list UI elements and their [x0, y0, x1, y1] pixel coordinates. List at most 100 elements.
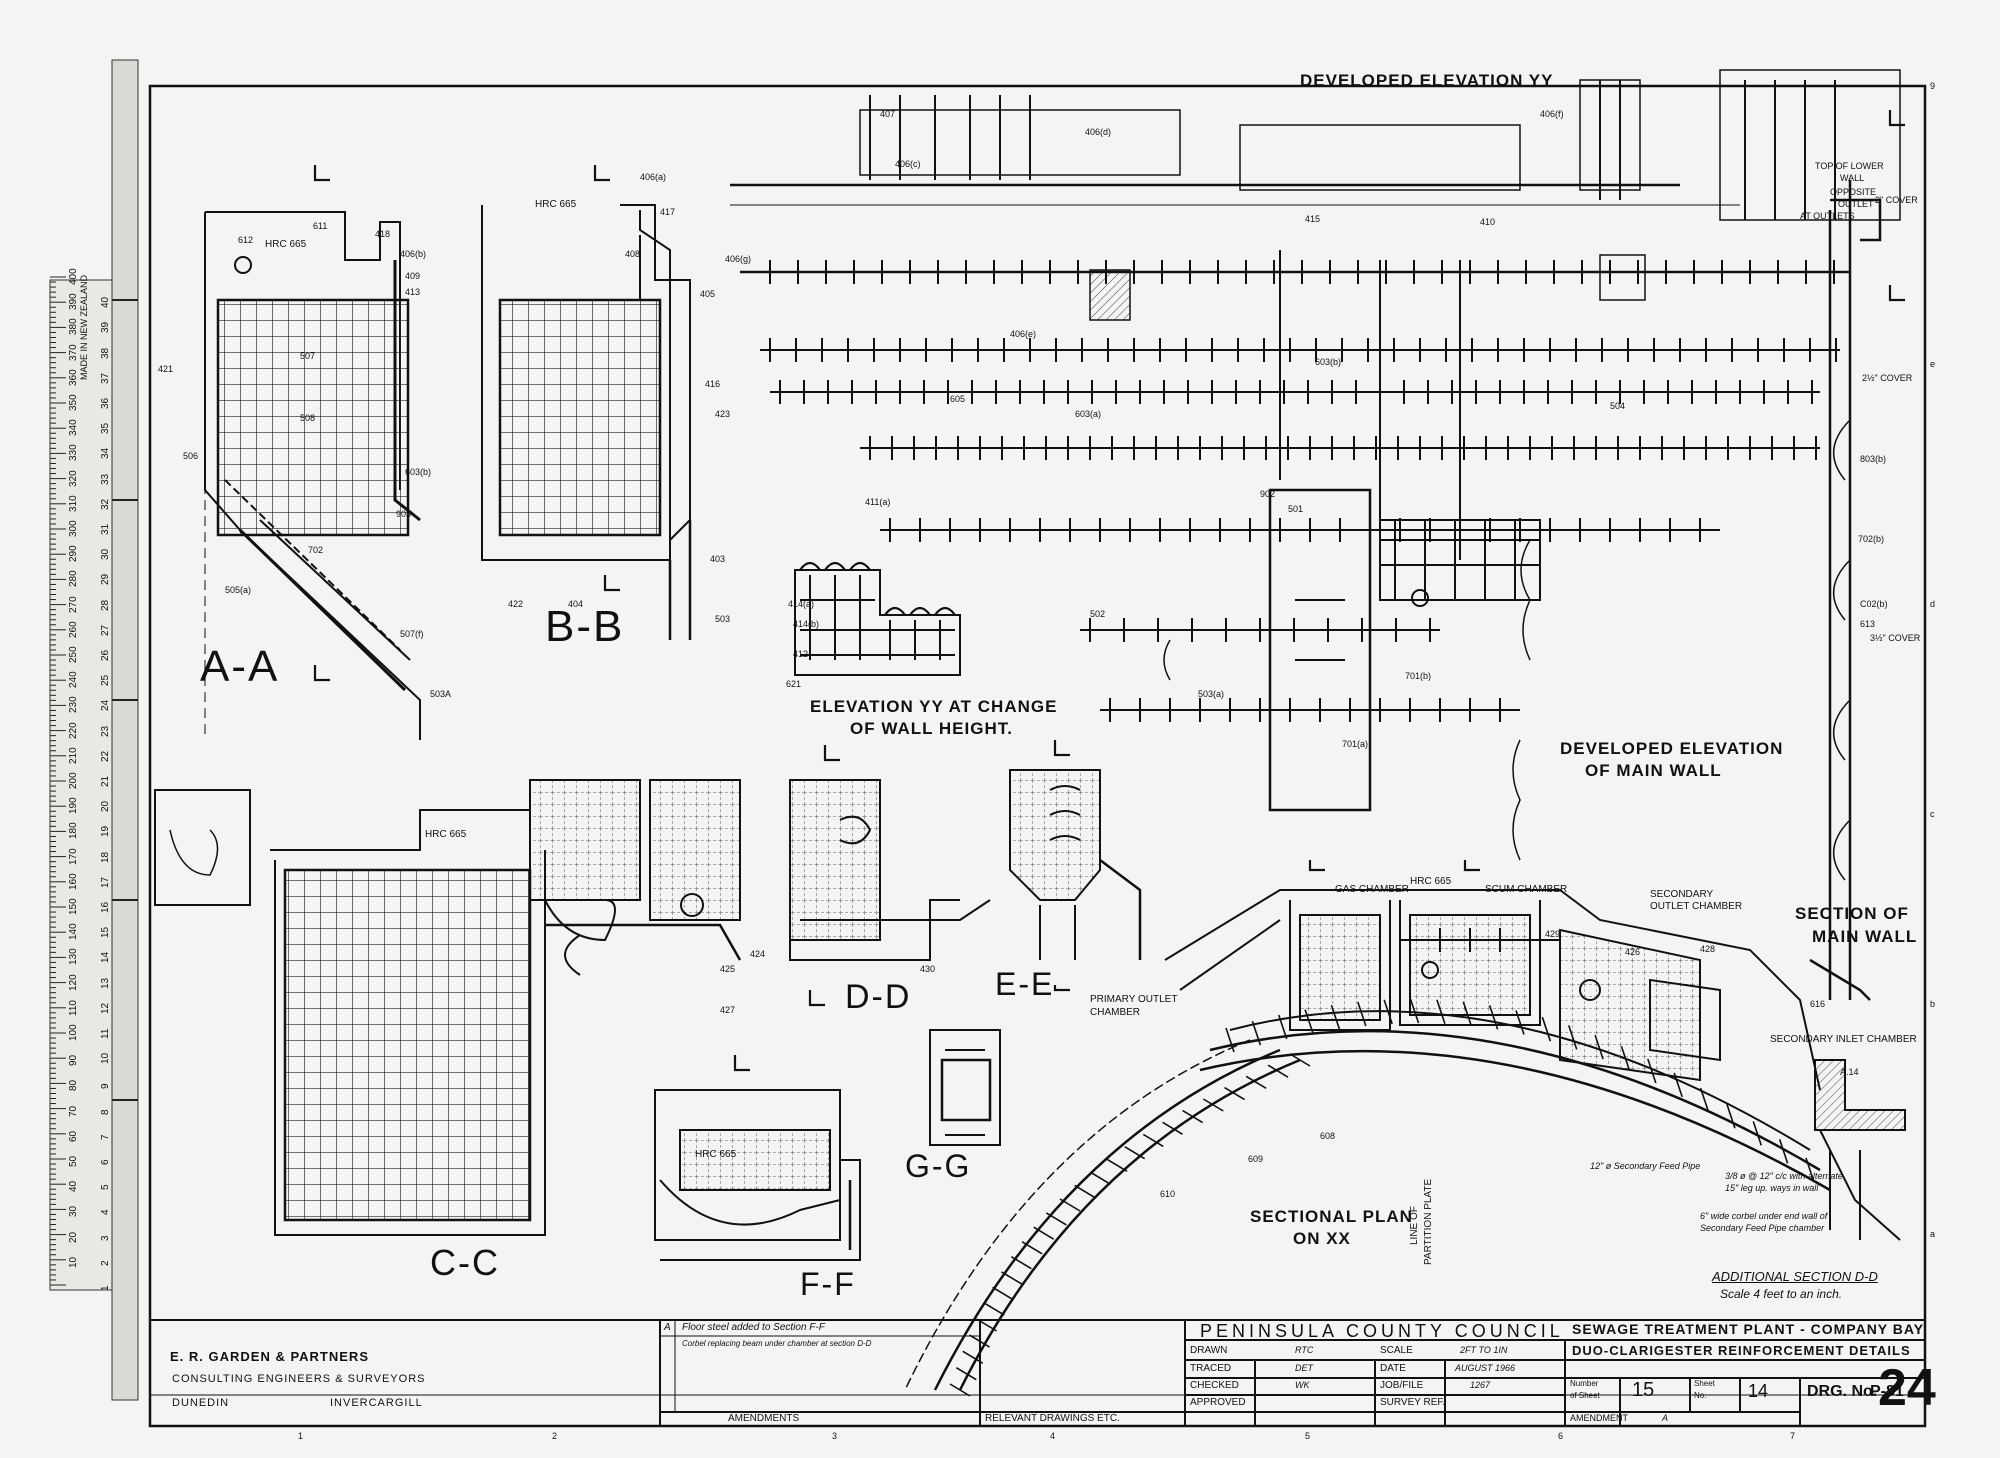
- note-1: 12" ø Secondary Feed Pipe: [1590, 1161, 1701, 1171]
- approved-label: APPROVED: [1190, 1397, 1246, 1408]
- note-3: Secondary Feed Pipe chamber: [1700, 1223, 1825, 1233]
- plan-tick: [1289, 1053, 1311, 1067]
- label-hrc-ff: HRC 665: [695, 1149, 737, 1160]
- ruler-mm-label: 270: [68, 595, 79, 613]
- ruler-cm-label: 8: [100, 1109, 111, 1115]
- ruler-cm-label: 34: [100, 448, 111, 460]
- bar-mark: 613: [1860, 619, 1876, 629]
- plan-tick: [1001, 1271, 1022, 1285]
- ruler-cm-label: 4: [100, 1209, 111, 1216]
- ruler-mm-label: 330: [68, 444, 79, 462]
- bar-mark: 702(b): [1858, 534, 1885, 544]
- ruler-cm-label: 26: [100, 649, 111, 661]
- section-title-ff: F-F: [800, 1266, 856, 1302]
- heading-additional-1: ADDITIONAL SECTION D-D: [1712, 1269, 1878, 1284]
- plan-tick: [1699, 1087, 1710, 1113]
- plan-tick: [1409, 998, 1420, 1024]
- bar-mark: 412: [793, 649, 809, 659]
- bar-mark: 414(a): [788, 599, 815, 609]
- bar-mark: 413: [405, 287, 421, 297]
- bar-mark: 621: [786, 679, 802, 689]
- plan-tick: [1277, 1014, 1288, 1040]
- plan-tick: [1021, 1241, 1043, 1255]
- heading-sectional-plan-1: SECTIONAL PLAN: [1250, 1207, 1413, 1226]
- job-value: 1267: [1470, 1380, 1491, 1390]
- number-label-2: of Sheet: [1570, 1391, 1600, 1400]
- bar-mark: 503: [715, 614, 731, 624]
- bar-mark: A.14: [1840, 1067, 1859, 1077]
- label-hrc-cc: HRC 665: [425, 829, 467, 840]
- client-name: PENINSULA COUNTY COUNCIL: [1200, 1321, 1564, 1341]
- bar-mark: 406(d): [1085, 127, 1112, 137]
- ruler-mm-label: 130: [68, 948, 79, 966]
- grid-letter: c: [1930, 809, 1935, 819]
- ruler-cm-label: 20: [100, 801, 111, 813]
- ruler-cm-label: 28: [100, 599, 111, 611]
- number-label-1: Number: [1570, 1379, 1599, 1388]
- bar-mark: 612: [238, 235, 254, 245]
- ruler-mm-label: 150: [68, 898, 79, 915]
- plan-tick: [1089, 1171, 1111, 1185]
- firm-name: E. R. GARDEN & PARTNERS: [170, 1349, 369, 1364]
- ruler-cm-label: 18: [100, 851, 111, 863]
- label-gas-chamber: GAS CHAMBER: [1335, 884, 1409, 895]
- section-main-wall: [1809, 180, 1882, 1001]
- bar-mark: 403: [710, 554, 726, 564]
- grid-letter: a: [1930, 1229, 1936, 1239]
- grid-number: 5: [1305, 1431, 1311, 1441]
- amendment-mark: A: [664, 1322, 671, 1333]
- ruler-mm-label: 300: [68, 520, 79, 537]
- date-value: AUGUST 1966: [1455, 1363, 1516, 1373]
- ruler-cm-label: 19: [100, 826, 111, 838]
- ruler-cm-label: 40: [100, 297, 111, 309]
- ruler-cm-label: 33: [100, 473, 111, 485]
- label-opposite-1: OPPOSITE: [1830, 187, 1877, 197]
- bar-mark: 616: [1810, 999, 1826, 1009]
- section-dd: [789, 779, 991, 961]
- ruler-mm-label: 30: [68, 1206, 79, 1218]
- ruler-cm-label: 17: [100, 876, 111, 888]
- heading-additional-2: Scale 4 feet to an inch.: [1720, 1287, 1843, 1301]
- bar-mark: 425: [720, 964, 736, 974]
- ruler-mm-label: 200: [68, 772, 79, 789]
- bar-mark: 603(b): [1315, 357, 1342, 367]
- ruler-cm-label: 7: [100, 1134, 111, 1140]
- ruler-cm-label: 21: [100, 775, 111, 787]
- bar-mark: 409: [405, 271, 421, 281]
- note-4: 3/8 ø @ 12" c/c with alternate: [1725, 1171, 1843, 1181]
- plan-tick: [1647, 1058, 1657, 1084]
- label-at-outlets: AT OUTLETS: [1800, 211, 1855, 221]
- bar-mark: 407: [880, 109, 896, 119]
- ruler-cm-label: 5: [100, 1184, 111, 1191]
- ruler-cm-label: 30: [100, 549, 111, 561]
- drg-value: P-81: [1870, 1383, 1904, 1400]
- bar-mark: 508: [300, 413, 316, 423]
- note-5: 15" leg up. ways in wall: [1725, 1183, 1819, 1193]
- firm-sub: CONSULTING ENGINEERS & SURVEYORS: [172, 1373, 426, 1385]
- label-scum-chamber: SCUM CHAMBER: [1485, 884, 1568, 895]
- plan-tick: [949, 1383, 971, 1397]
- ruler: [49, 276, 113, 1291]
- survey-label: SURVEY REF.: [1380, 1397, 1446, 1408]
- label-primary-outlet-2: CHAMBER: [1090, 1007, 1141, 1018]
- grid-number: 7: [1790, 1431, 1796, 1441]
- plan-tick: [1162, 1121, 1183, 1136]
- ruler-mm-label: 390: [68, 293, 79, 311]
- ruler-mm-label: 190: [68, 797, 79, 815]
- label-partition-1: LINE OF: [1409, 1206, 1420, 1245]
- plan-tick: [1224, 1086, 1245, 1101]
- plan-tick: [983, 1302, 1005, 1316]
- bar-mark: 502: [1090, 609, 1106, 619]
- ruler-cm-label: 29: [100, 574, 111, 586]
- heading-section-main-2: MAIN WALL: [1812, 927, 1918, 946]
- bar-mark: 422: [508, 599, 524, 609]
- bar-mark: 408: [625, 249, 641, 259]
- bar-mark: 503A: [430, 689, 452, 699]
- bar-mark: 505(a): [225, 585, 252, 595]
- grid-number: 2: [552, 1431, 558, 1441]
- bar-mark: 504: [1610, 401, 1626, 411]
- bar-mark: 404: [568, 599, 584, 609]
- bar-mark: 902: [1260, 489, 1276, 499]
- ruler-mm-label: 110: [68, 999, 79, 1016]
- ruler-maker: MADE IN NEW ZEALAND: [79, 274, 89, 380]
